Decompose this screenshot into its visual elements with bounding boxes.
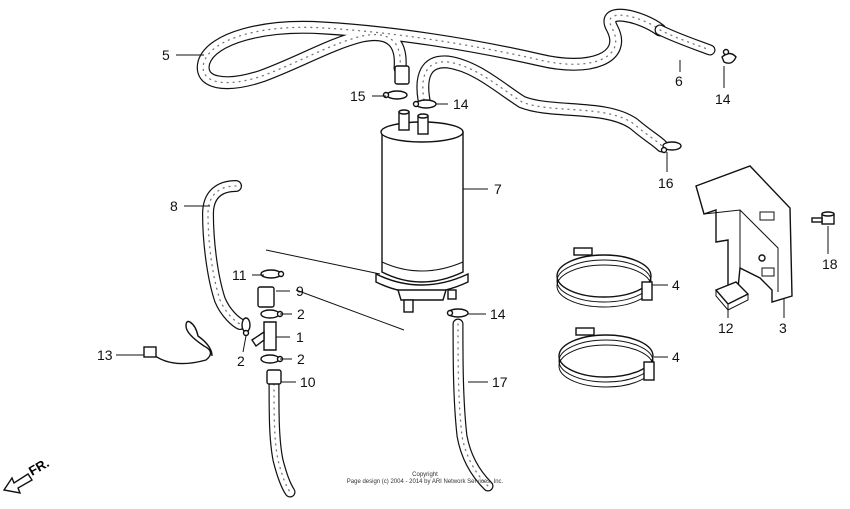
front-direction-arrow: FR. [2, 455, 52, 494]
callout-1: 1 [296, 329, 304, 345]
callout-2-lower: 2 [297, 351, 305, 367]
hose-17 [452, 318, 494, 492]
callout-10: 10 [300, 374, 316, 390]
canister [375, 109, 469, 313]
t-joint [251, 321, 277, 351]
hose-5-long-loop [196, 8, 667, 90]
callout-8: 8 [170, 198, 178, 214]
callout-15: 15 [350, 88, 366, 104]
mounting-bands [556, 247, 655, 388]
copyright-line-2: Page design (c) 2004 - 2014 by ARI Netwo… [346, 479, 504, 485]
hose-6-hose-inner [655, 25, 715, 55]
hose-17-hose-dots [457, 323, 489, 487]
cushion [714, 281, 750, 311]
callout-14-lower: 14 [490, 306, 506, 322]
hose-8 [202, 180, 246, 330]
front-direction-label: FR. [26, 455, 52, 478]
hose-clips [241, 48, 737, 364]
cable-tie [143, 320, 213, 365]
callout-6: 6 [675, 73, 683, 89]
callout-12: 12 [718, 320, 734, 336]
callout-5: 5 [162, 47, 170, 63]
leader-lines [116, 54, 829, 383]
assembly-reference-lines [265, 249, 405, 331]
callout-9: 9 [296, 283, 304, 299]
hose-10-hose-dots [273, 383, 291, 493]
callout-2-left: 2 [237, 353, 245, 369]
hose-6-hose-dots [659, 29, 711, 51]
callout-7: 7 [494, 181, 502, 197]
hose-5-lower-branch-hose-dots [422, 61, 663, 147]
hose-5-lower-branch [416, 55, 669, 153]
callout-17: 17 [492, 374, 508, 390]
copyright-notice: Copyright Page design (c) 2004 - 2014 by… [330, 472, 520, 486]
callout-14-canister: 14 [453, 96, 469, 112]
callout-18: 18 [822, 256, 838, 272]
hoses [196, 8, 716, 498]
bolt [811, 211, 835, 225]
hose-8-hose-inner [203, 181, 245, 329]
hose-10 [268, 378, 296, 498]
callout-labels: 5 6 14 15 14 16 7 8 18 4 11 9 2 1 2 2 14… [97, 47, 838, 390]
callout-11: 11 [232, 267, 247, 283]
canister-bracket [695, 165, 793, 303]
hose-8-hose-dots [207, 185, 241, 325]
copyright-line-1: Copyright [412, 472, 438, 478]
hose-5-long-loop-hose-dots [202, 14, 661, 84]
callout-2-upper: 2 [297, 306, 305, 322]
callout-14-upper-right: 14 [715, 91, 731, 107]
callout-4-upper: 4 [672, 277, 680, 293]
callout-13: 13 [97, 347, 113, 363]
callout-3: 3 [779, 320, 787, 336]
hose-6 [654, 24, 716, 56]
hose-fitting [257, 65, 410, 385]
callout-16: 16 [658, 175, 674, 191]
callout-4-lower: 4 [672, 349, 680, 365]
